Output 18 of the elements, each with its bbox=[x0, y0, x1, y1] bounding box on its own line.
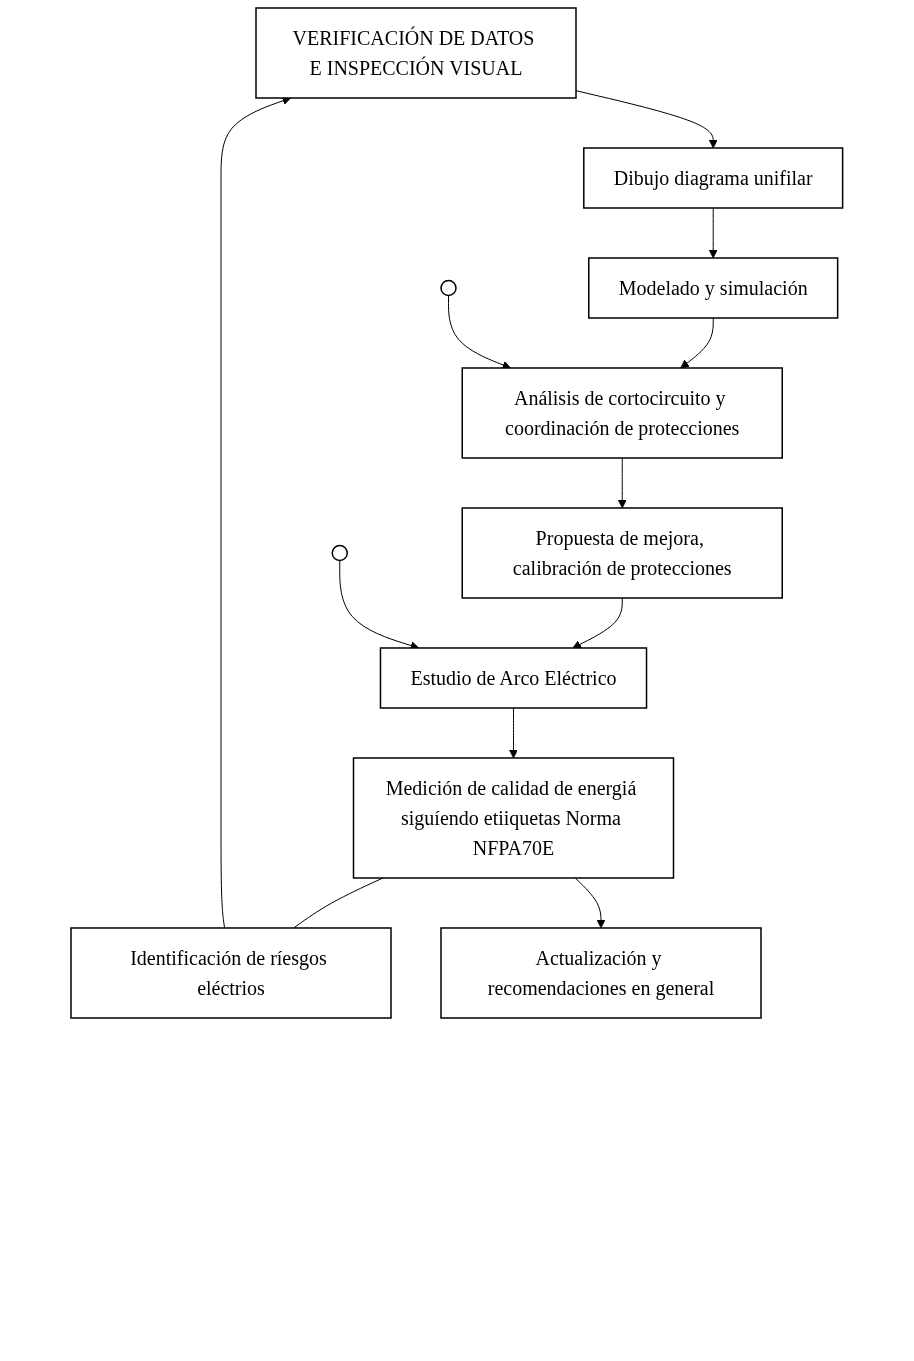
arrow bbox=[618, 457, 627, 509]
node-box: Medición de calidad de energiá siguíendo etiiquetas Norma NFPA70E bbox=[352, 757, 675, 879]
node-ellipse bbox=[331, 544, 349, 562]
node-box: Estudio de Arco Eléctrico bbox=[379, 647, 648, 709]
node-box: VERIFICACIÓN DE DATOS E INSPECCIÓN VISUAL bbox=[255, 7, 577, 99]
node-box: Propuesta de mejora, calibración de protecciones bbox=[461, 507, 784, 599]
connector bbox=[293, 877, 384, 929]
arrow bbox=[680, 317, 714, 369]
arrow bbox=[572, 597, 623, 649]
arrow bbox=[709, 207, 718, 259]
node-ellipse bbox=[440, 279, 457, 297]
arrow bbox=[574, 877, 606, 929]
node-box: Dibujo diagrama unifilar bbox=[583, 147, 844, 209]
node-box: Modelado y simulación bbox=[588, 257, 839, 319]
arrow bbox=[509, 707, 519, 759]
node-box: Análisis de cortocircuito y coordinación de protecciones bbox=[461, 367, 784, 459]
node-box: Actualización y recomendaciones en general bbox=[440, 927, 762, 1019]
node-box: Identificación de ríesgos eléctrios bbox=[70, 927, 392, 1019]
